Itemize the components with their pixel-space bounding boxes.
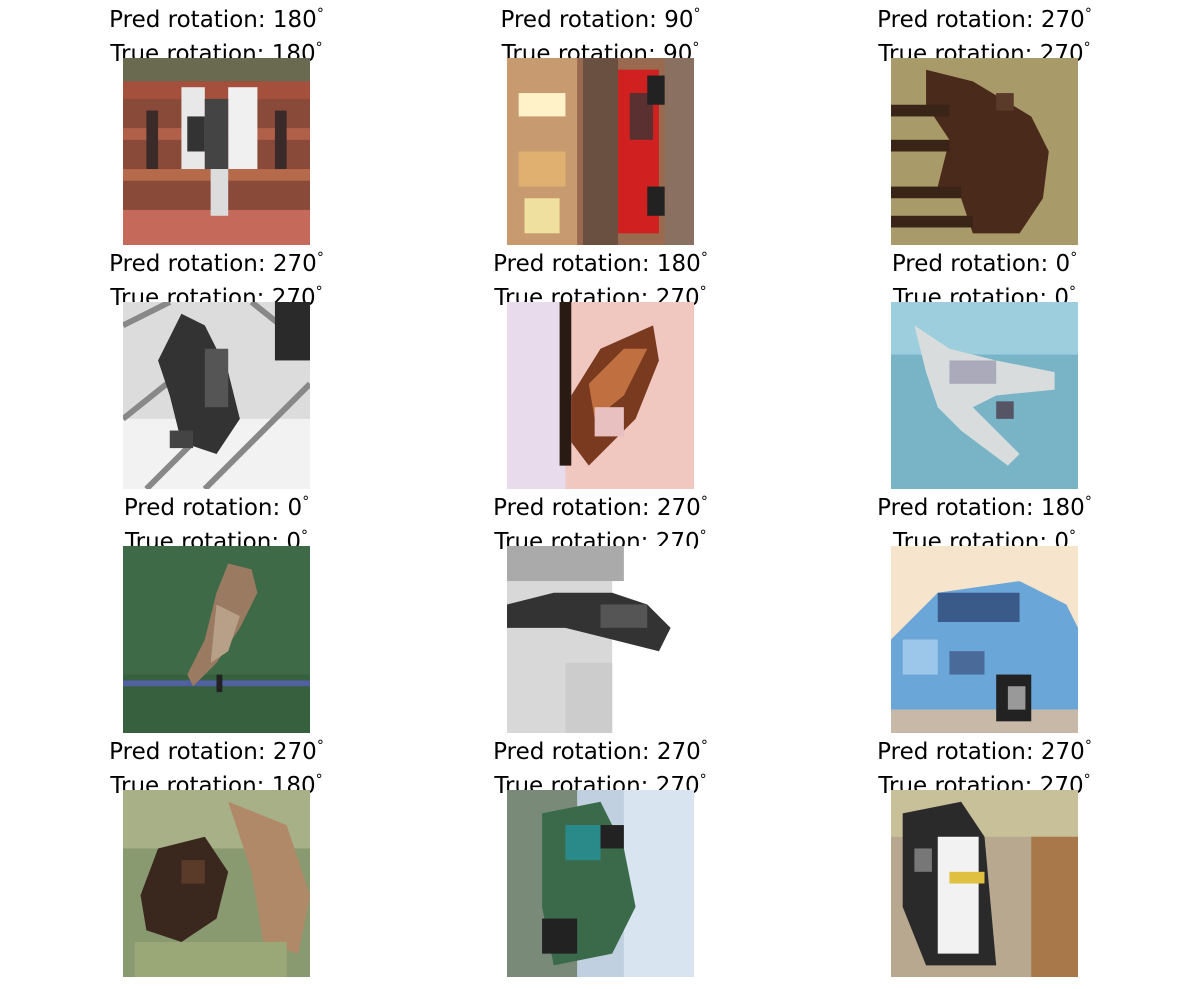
pred-label: Pred rotation: 180	[493, 251, 701, 277]
pred-label: Pred rotation: 90	[500, 7, 694, 33]
white-truck-rotated-image	[891, 790, 1078, 977]
grayscale-cat-image	[123, 302, 310, 489]
pred-label: Pred rotation: 0	[891, 251, 1071, 277]
green-truck-rotated-image	[507, 790, 694, 977]
airplane-image	[891, 302, 1078, 489]
pred-label: Pred rotation: 270	[109, 739, 317, 765]
bird-on-pink-image	[507, 302, 694, 489]
pred-label: Pred rotation: 270	[493, 739, 701, 765]
monkey-image	[123, 790, 310, 977]
pred-label: Pred rotation: 270	[493, 495, 701, 521]
blue-car-image	[891, 546, 1078, 733]
pred-label: Pred rotation: 180	[109, 7, 317, 33]
pred-label: Pred rotation: 270	[877, 7, 1085, 33]
sparrow-on-wire-image	[123, 546, 310, 733]
pred-label: Pred rotation: 270	[109, 251, 317, 277]
panel-caption: Pred rotation: 180° True rotation: 270°	[493, 250, 708, 311]
horse-rotated-image	[891, 58, 1078, 245]
grayscale-animal-image	[507, 546, 694, 733]
pred-label: Pred rotation: 180	[877, 495, 1085, 521]
pred-label: Pred rotation: 0	[123, 495, 303, 521]
pred-label: Pred rotation: 270	[877, 739, 1085, 765]
people-rotated-image	[123, 58, 310, 245]
red-car-rotated-image	[507, 58, 694, 245]
